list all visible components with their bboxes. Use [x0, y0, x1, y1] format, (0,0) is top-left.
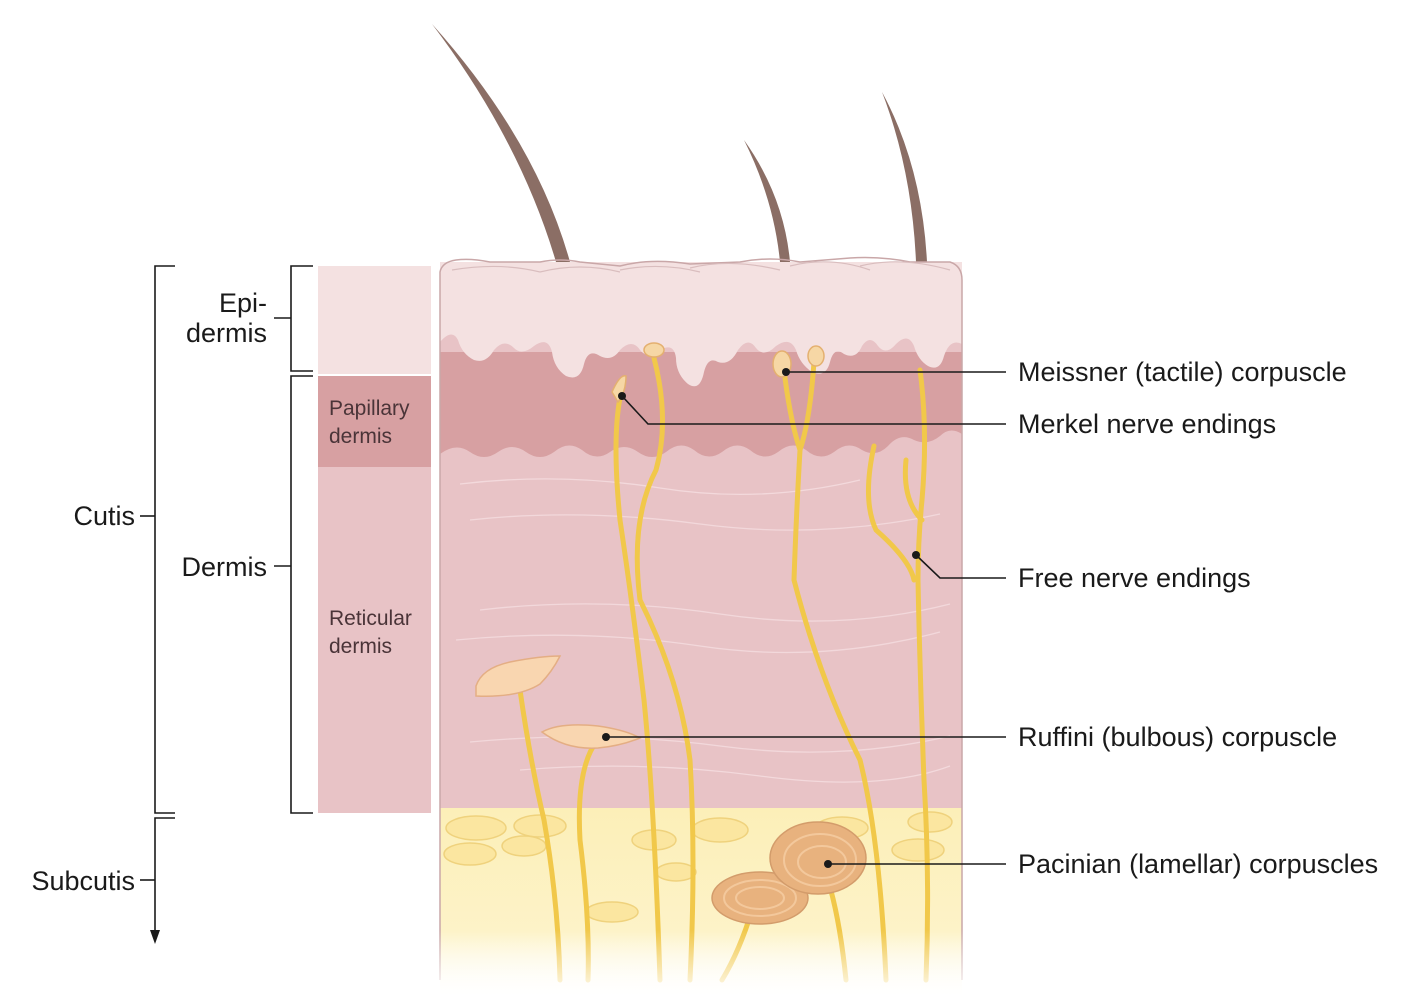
- pacinian-corpuscles: [711, 821, 867, 925]
- reticular-swatch: [318, 467, 431, 813]
- hair-strands: [432, 24, 927, 262]
- hair-right: [882, 92, 927, 262]
- hair-middle: [744, 140, 790, 262]
- bottom-fade: [430, 930, 975, 1000]
- callout-merkel: Merkel nerve endings: [1018, 409, 1276, 439]
- label-papillary-2: dermis: [329, 425, 392, 448]
- label-dermis: Dermis: [182, 552, 268, 582]
- papillary-swatch: [318, 376, 431, 467]
- label-epidermis-2: dermis: [186, 318, 267, 348]
- brackets: [140, 265, 313, 932]
- hair-left: [432, 24, 570, 262]
- ruffini-corpuscles: [475, 655, 642, 749]
- leader-lines: [606, 371, 1006, 865]
- leader-dots: [602, 368, 920, 868]
- papillary-dermis-region: [440, 352, 962, 457]
- callout-free-nerve: Free nerve endings: [1018, 563, 1251, 593]
- callout-ruffini: Ruffini (bulbous) corpuscle: [1018, 722, 1337, 752]
- callout-pacinian: Pacinian (lamellar) corpuscles: [1018, 849, 1378, 879]
- label-epidermis-1: Epi-: [219, 288, 267, 318]
- label-reticular-1: Reticular: [329, 607, 412, 630]
- label-reticular-2: dermis: [329, 635, 392, 658]
- surface-cells: [451, 261, 951, 273]
- dermal-fibers: [455, 478, 951, 783]
- label-cutis: Cutis: [73, 501, 135, 531]
- label-papillary-1: Papillary: [329, 397, 410, 420]
- label-subcutis: Subcutis: [31, 866, 135, 896]
- subcutis-arrowhead: [150, 930, 160, 944]
- callout-meissner: Meissner (tactile) corpuscle: [1018, 357, 1347, 387]
- epidermis-region: [440, 262, 962, 387]
- epidermis-swatch: [318, 266, 431, 374]
